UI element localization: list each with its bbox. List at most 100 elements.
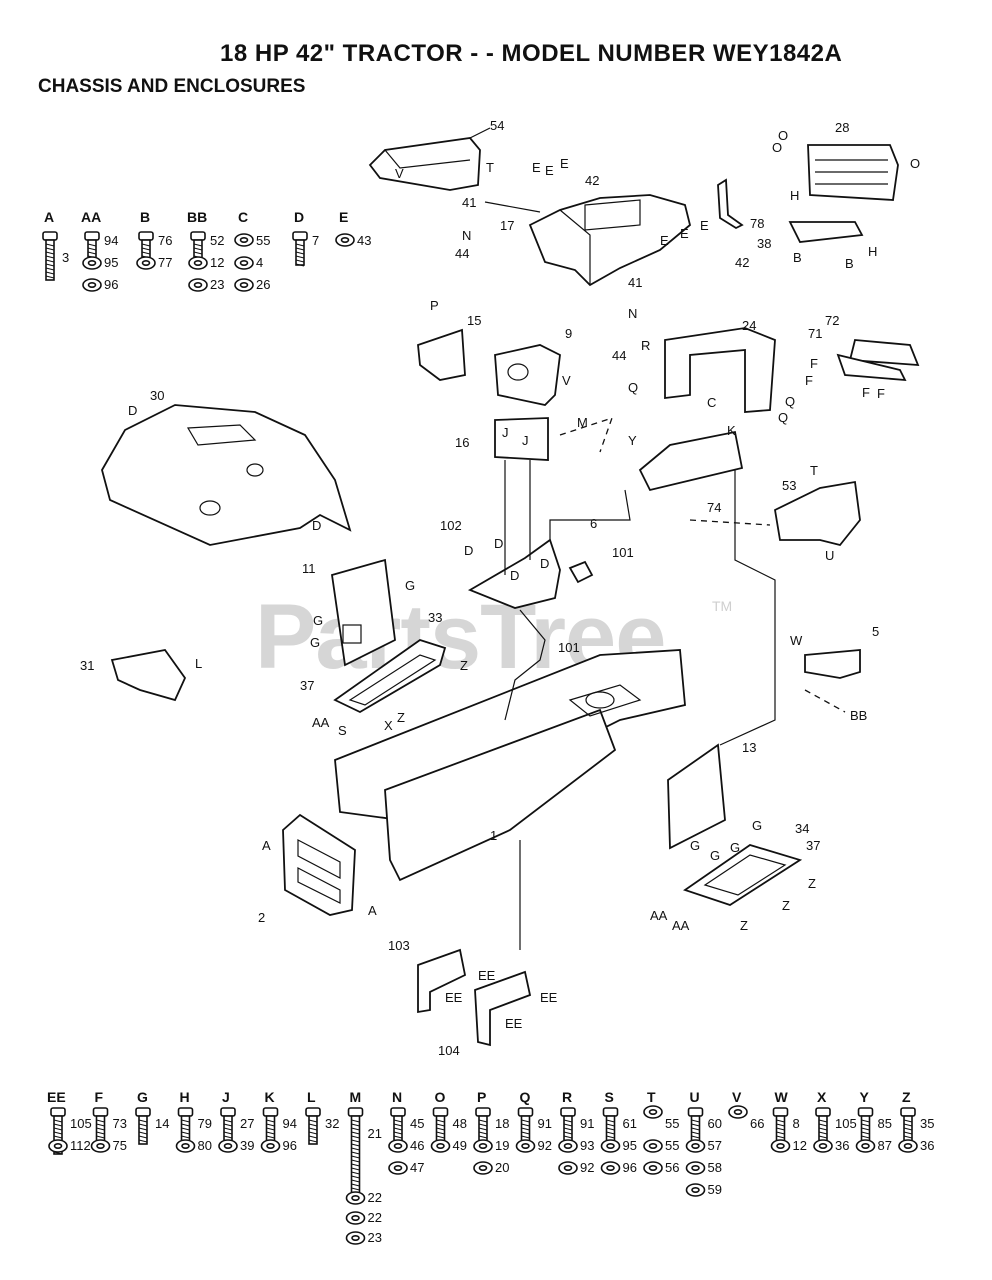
hardware-letter: E [339, 209, 348, 225]
hardware-part-number: 87 [878, 1138, 892, 1153]
letter-d4: D [494, 536, 503, 551]
part-16-bracket: 16 J J [455, 417, 549, 461]
letter-o3: O [910, 156, 920, 171]
letter-g5: G [690, 838, 700, 853]
part-2-grille-panel: A A 2 [258, 813, 377, 925]
hardware-part-number: 55 [665, 1116, 679, 1131]
letter-x1: X [384, 718, 393, 733]
part-28-grille: 28 O O O [772, 120, 920, 201]
letter-g2: G [313, 613, 323, 628]
callout-16: 16 [455, 435, 469, 450]
letter-c1: C [707, 395, 716, 410]
hardware-part-number: 55 [256, 233, 270, 248]
hardware-part-number: 91 [538, 1116, 552, 1131]
letter-aa3: AA [672, 918, 690, 933]
section-subtitle: CHASSIS AND ENCLOSURES [38, 76, 306, 97]
part-74-plate: Y K 74 [628, 423, 744, 515]
letter-ee3: EE [540, 990, 558, 1005]
letter-ee4: EE [505, 1016, 523, 1031]
letter-e3: E [560, 156, 569, 171]
hardware-part-number: 12 [793, 1138, 807, 1153]
callout-30: 30 [150, 388, 164, 403]
letter-q3: Q [778, 410, 788, 425]
letter-l1: L [195, 656, 202, 671]
letter-j1: J [502, 425, 509, 440]
hardware-part-number: 27 [240, 1116, 254, 1131]
hardware-part-number: 3 [62, 250, 69, 265]
letter-q1: Q [628, 380, 638, 395]
hardware-letter: H [180, 1089, 190, 1105]
letter-m1: M [577, 415, 588, 430]
letter-f1: F [810, 356, 818, 371]
letter-ee2: EE [445, 990, 463, 1005]
part-9-dash-panel: 9 V M [494, 326, 588, 430]
hardware-part-number: 73 [113, 1116, 127, 1131]
callout-44b: 44 [612, 348, 626, 363]
callout-13: 13 [742, 740, 756, 755]
hardware-letter: F [95, 1089, 104, 1105]
letter-aa1: AA [312, 715, 330, 730]
hardware-part-number: 22 [368, 1210, 382, 1225]
callout-74: 74 [707, 500, 721, 515]
page-title: 18 HP 42" TRACTOR - - MODEL NUMBER WEY18… [220, 40, 843, 67]
hardware-part-number: 95 [623, 1138, 637, 1153]
hardware-part-number: 8 [793, 1116, 800, 1131]
hardware-letter: S [605, 1089, 614, 1105]
letter-t: T [486, 160, 494, 175]
callout-53: 53 [782, 478, 796, 493]
letter-u1: U [825, 548, 834, 563]
hardware-part-number: 23 [210, 277, 224, 292]
hardware-group-d: D7 [292, 209, 319, 267]
letter-n1: N [462, 228, 471, 243]
callout-78: 78 [750, 216, 764, 231]
callout-54: 54 [490, 118, 504, 133]
callout-102: 102 [440, 518, 462, 533]
letter-g4: G [752, 818, 762, 833]
hardware-group-g: G14 [135, 1089, 169, 1145]
letter-ee1: EE [478, 968, 496, 983]
hardware-letter: P [477, 1089, 486, 1105]
hardware-group-l: L32 [305, 1089, 339, 1145]
hardware-part-number: 22 [368, 1190, 382, 1205]
hardware-part-number: 96 [283, 1138, 297, 1153]
hardware-part-number: 36 [920, 1138, 934, 1153]
callout-11: 11 [302, 561, 316, 576]
hardware-part-number: 56 [665, 1160, 679, 1175]
hardware-part-number: 36 [835, 1138, 849, 1153]
hardware-letter: L [307, 1089, 316, 1105]
callout-24: 24 [742, 318, 756, 333]
hardware-group-v: V 66 [728, 1089, 764, 1131]
hardware-letter: V [732, 1089, 742, 1105]
letter-z2: Z [397, 710, 405, 725]
hardware-letter: U [690, 1089, 700, 1105]
hardware-letter: BB [187, 209, 207, 225]
callout-71: 71 [808, 326, 822, 341]
part-31-bracket: 31 L [80, 649, 202, 702]
hardware-part-number: 94 [283, 1116, 297, 1131]
hardware-letter: M [350, 1089, 362, 1105]
letter-e6: E [700, 218, 709, 233]
part-17-hood: 41 17 E E E 42 N 44 E E E 42 41 N 44 [455, 156, 749, 363]
callout-5: 5 [872, 624, 879, 639]
hardware-part-number: 21 [368, 1126, 382, 1141]
callout-42b: 42 [735, 255, 749, 270]
part-71-72-seat-bracket: 72 71 F F F F [805, 313, 920, 401]
hardware-part-number: 66 [750, 1116, 764, 1131]
part-34-37-footrest: 34 37 Z Z AA AA Z [650, 821, 820, 933]
part-11-panel: 11 G G G [302, 558, 415, 667]
hardware-part-number: 59 [708, 1182, 722, 1197]
hardware-part-number: 52 [210, 233, 224, 248]
hardware-part-number: 19 [495, 1138, 509, 1153]
hardware-letter: C [238, 209, 248, 225]
hardware-part-number: 43 [357, 233, 371, 248]
callout-41b: 41 [628, 275, 642, 290]
hardware-part-number: 75 [113, 1138, 127, 1153]
